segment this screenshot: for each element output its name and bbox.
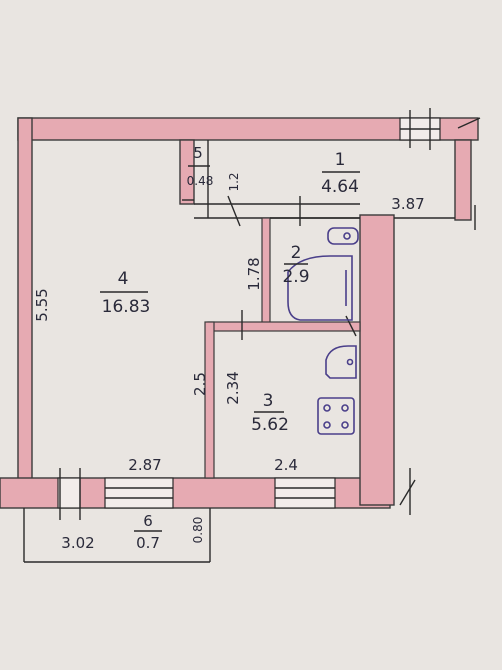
room-2-area: 2.9: [282, 267, 309, 287]
room-3-number: 3: [263, 391, 274, 411]
room-6-area: 0.7: [136, 534, 160, 552]
toilet-icon: [327, 227, 359, 245]
kitchen-top-wall: [207, 321, 361, 332]
room-2-number: 2: [291, 243, 302, 263]
wall-ticks: [59, 108, 481, 520]
window-room4: [104, 477, 174, 509]
dim-left-height: 5.55: [33, 288, 51, 321]
room-4-area: 16.83: [102, 297, 151, 317]
room-6-number: 6: [143, 512, 153, 530]
window-kitchen: [274, 477, 336, 509]
room-5-area: 0.48: [187, 174, 214, 188]
room-6-label: 6 0.7: [134, 512, 162, 552]
right-top-wall: [454, 139, 472, 221]
right-inner-wall: [359, 214, 395, 506]
dim-corridor-height: 2.5: [191, 372, 209, 396]
room-5-number: 5: [193, 144, 203, 162]
room-5-label: 5 0.48: [187, 144, 214, 188]
room-3-label: 3 5.62: [251, 391, 289, 435]
dim-room4-width: 2.87: [128, 456, 161, 474]
stove-icon: [317, 397, 355, 435]
balcony: [23, 508, 211, 563]
room-1-number: 1: [335, 150, 346, 170]
partitions: [182, 140, 455, 479]
room-2-label: 2 2.9: [282, 243, 309, 287]
room-1-label: 1 4.64: [321, 150, 360, 197]
sink-icon: [325, 345, 357, 379]
left-wall: [17, 117, 33, 481]
dim-room1-width: 3.87: [391, 195, 424, 213]
dim-kitchen-width: 2.4: [274, 456, 298, 474]
dim-room5-depth: 1.2: [227, 172, 241, 191]
dim-kitchen-height: 2.34: [224, 371, 242, 404]
dim-balcony-depth: 0.80: [191, 517, 205, 544]
dimension-labels: 5.55 3.87 1.2 1.78 2.5 2.34 2.87 2.4 3.0…: [33, 172, 425, 552]
niche-wall: [179, 139, 195, 205]
room-4-number: 4: [118, 269, 129, 289]
kitchen-left-wall: [204, 321, 215, 479]
room-4-label: 4 16.83: [100, 269, 150, 317]
room-1-area: 4.64: [321, 177, 359, 197]
bathtub-icon: [287, 255, 353, 321]
balcony-door: [57, 477, 81, 509]
room-3-area: 5.62: [251, 415, 289, 435]
dim-balcony-width: 3.02: [61, 534, 94, 552]
dim-bath-height: 1.78: [245, 257, 263, 290]
bath-left-wall: [261, 217, 271, 325]
